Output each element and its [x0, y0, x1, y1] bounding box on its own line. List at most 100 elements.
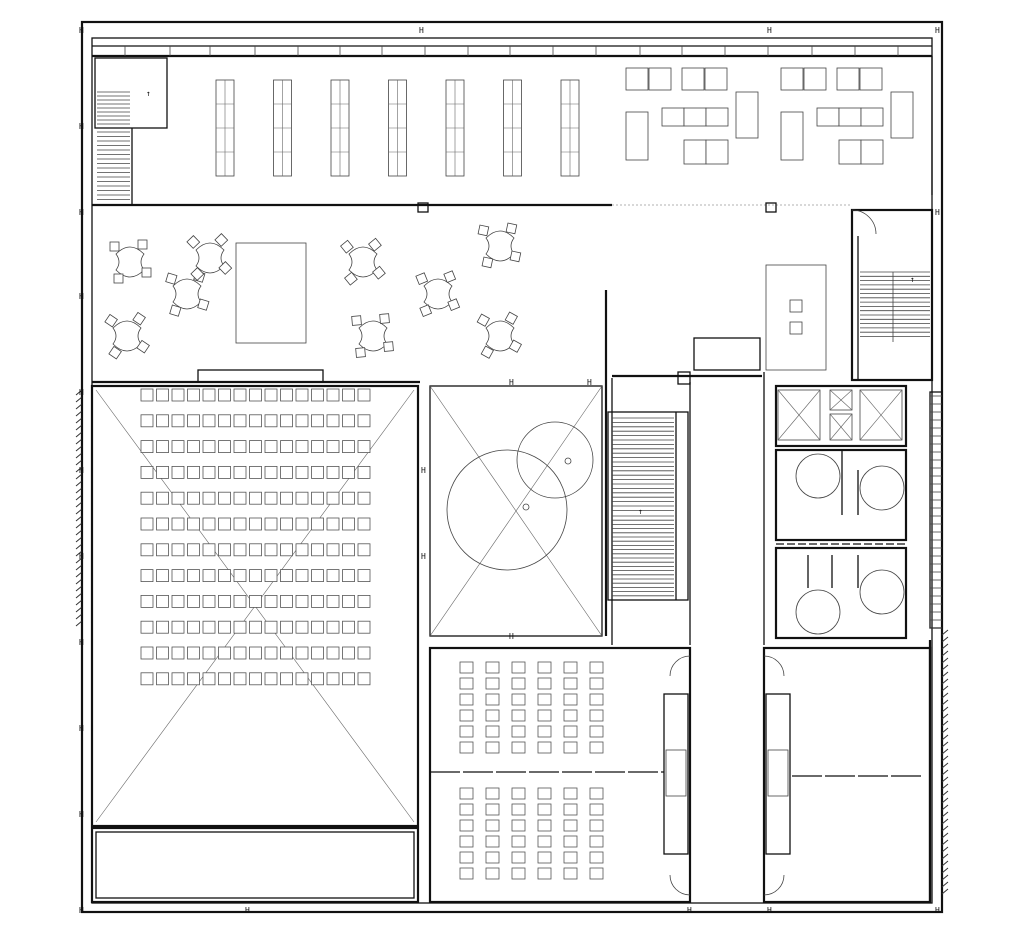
auditorium-seat	[326, 414, 340, 428]
glazing-hatch	[75, 508, 83, 515]
desk	[459, 787, 474, 800]
glazing-hatch	[75, 424, 83, 431]
auditorium-seat	[326, 672, 340, 686]
desk	[589, 803, 604, 816]
wall-marker: H	[421, 466, 426, 475]
auditorium-seat	[233, 388, 247, 402]
auditorium-seat	[280, 595, 293, 608]
auditorium-seat	[156, 414, 169, 428]
wall-marker: H	[79, 466, 84, 475]
glazing-hatch	[941, 839, 949, 846]
auditorium-seat	[295, 672, 309, 686]
auditorium-seat	[171, 517, 185, 531]
west-curtain-wall	[75, 386, 83, 636]
desk	[537, 803, 552, 816]
bookshelf-stack	[273, 79, 292, 177]
auditorium-seat	[218, 491, 231, 505]
teaching-wall-west	[663, 655, 691, 896]
auditorium-seat	[202, 388, 216, 402]
desk	[537, 661, 552, 674]
desk	[459, 803, 474, 816]
auditorium-seat	[218, 543, 231, 557]
stair-arrow-icon: ↑	[146, 89, 151, 98]
auditorium-seat	[140, 646, 154, 660]
auditorium-seat	[326, 491, 340, 505]
desk	[589, 867, 604, 880]
glazing-hatch	[941, 727, 949, 734]
auditorium-seat	[233, 543, 247, 557]
glazing-hatch	[75, 459, 83, 466]
desk	[589, 787, 604, 800]
table-group	[186, 233, 233, 281]
auditorium-seat	[295, 517, 309, 531]
table-group	[109, 239, 152, 284]
auditorium-seat	[326, 620, 340, 634]
auditorium-seat	[171, 543, 185, 557]
auditorium-seat	[326, 465, 340, 479]
auditorium-seat	[311, 672, 324, 686]
wall-marker: H	[935, 26, 940, 35]
desk	[511, 661, 526, 674]
auditorium-seat	[218, 517, 231, 531]
table-group	[351, 313, 394, 358]
auditorium-seat	[218, 414, 231, 428]
auditorium-seat	[218, 388, 231, 402]
desk	[563, 835, 578, 848]
auditorium-seat	[311, 414, 324, 428]
desk	[511, 677, 526, 690]
table-group	[340, 237, 386, 286]
wall-marker: H	[79, 810, 84, 819]
auditorium-seat	[311, 620, 324, 634]
auditorium-seat	[171, 414, 185, 428]
glazing-hatch	[75, 571, 83, 578]
auditorium-seat	[357, 569, 371, 582]
desk	[511, 693, 526, 706]
auditorium-seat	[357, 646, 371, 660]
atrium-void	[429, 385, 603, 637]
auditorium-seat	[187, 414, 200, 428]
auditorium-seat	[280, 414, 293, 428]
glazing-hatch	[75, 473, 83, 480]
wall-marker: H	[509, 632, 514, 641]
auditorium-seat	[156, 465, 169, 479]
auditorium-seat	[140, 672, 154, 686]
auditorium-seat	[295, 414, 309, 428]
auditorium-seat	[280, 620, 293, 634]
main-stair: ↑	[604, 290, 762, 645]
glazing-hatch	[75, 585, 83, 592]
auditorium-seat	[326, 569, 340, 582]
auditorium-seat	[311, 388, 324, 402]
auditorium-seat	[187, 672, 200, 686]
auditorium-seat	[202, 672, 216, 686]
auditorium-seat	[156, 569, 169, 582]
glazing-hatch	[75, 550, 83, 557]
desk	[485, 835, 500, 848]
auditorium-seat	[187, 388, 200, 402]
reading-room	[92, 45, 933, 213]
auditorium-seat	[171, 569, 185, 582]
auditorium-seat	[280, 569, 293, 582]
auditorium-seat	[140, 517, 154, 531]
auditorium-seat	[156, 646, 169, 660]
desk	[485, 693, 500, 706]
auditorium-seat	[218, 672, 231, 686]
desk	[589, 725, 604, 738]
desk	[459, 709, 474, 722]
auditorium-seat	[280, 388, 293, 402]
desk	[537, 709, 552, 722]
wall-marker: H	[935, 208, 940, 217]
auditorium-seat	[311, 543, 324, 557]
table-group	[415, 270, 461, 318]
desk	[537, 867, 552, 880]
desk	[459, 819, 474, 832]
glazing-hatch	[75, 410, 83, 417]
glazing-hatch	[941, 755, 949, 762]
auditorium-seat	[311, 646, 324, 660]
wall-marker: H	[767, 906, 772, 915]
auditorium-seat	[187, 595, 200, 608]
wall-marker: H	[587, 378, 592, 387]
auditorium-seat	[218, 465, 231, 479]
auditorium-seat	[342, 672, 355, 686]
auditorium-seat	[264, 672, 278, 686]
auditorium-seat	[357, 517, 371, 531]
